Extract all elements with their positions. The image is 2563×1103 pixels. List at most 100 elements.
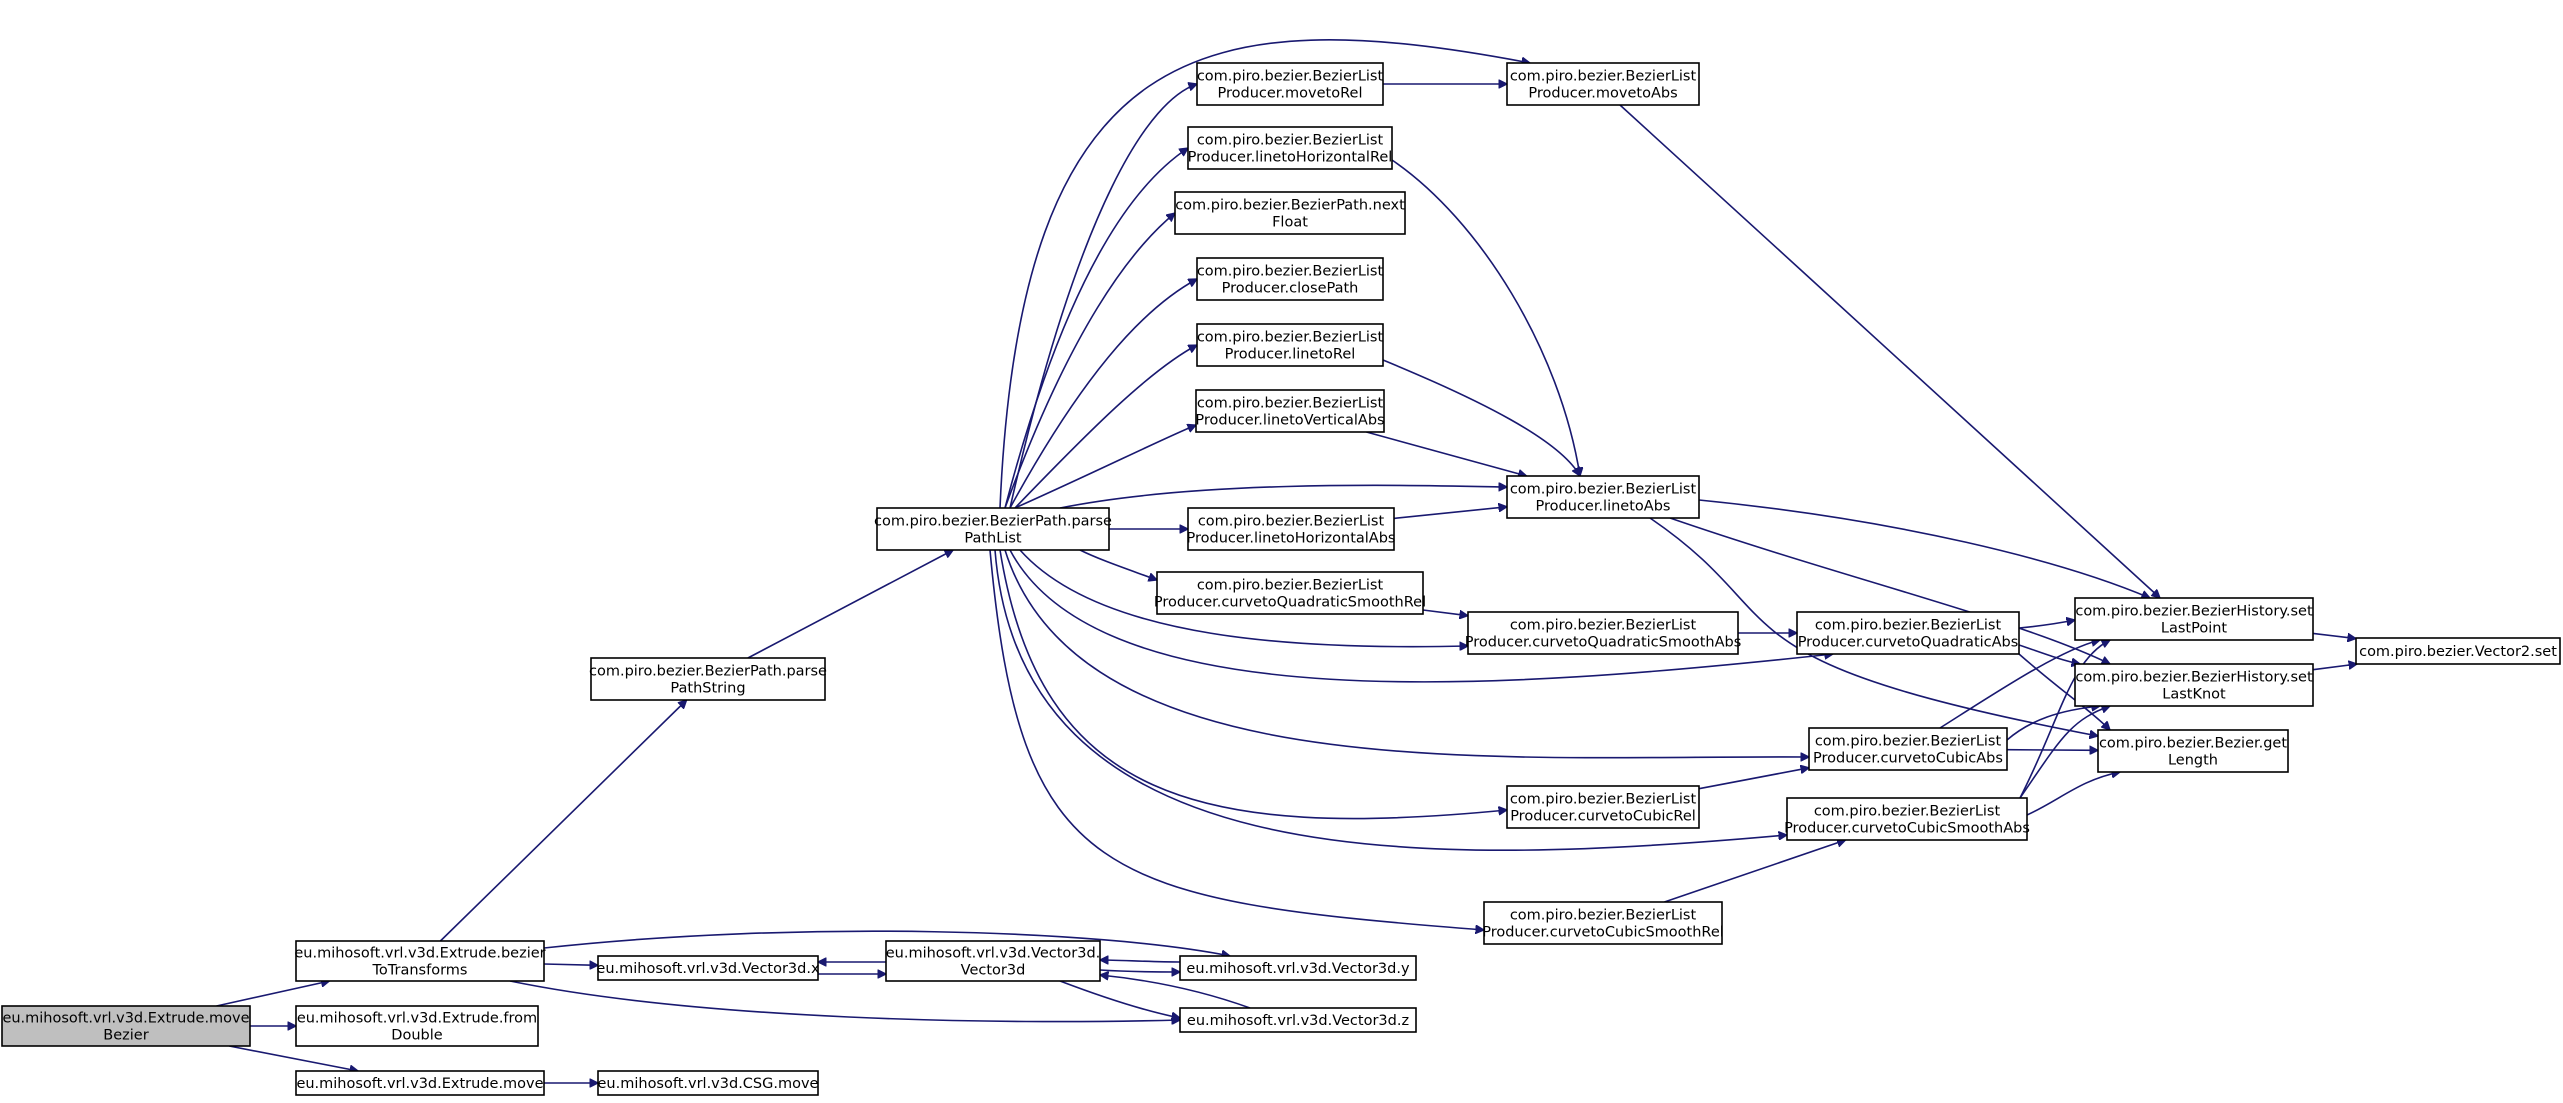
node-movetoRel[interactable]: com.piro.bezier.BezierListProducer.movet…	[1196, 62, 1384, 106]
edge-curvetoCSAbs-to-setLastKnot	[2019, 706, 2110, 799]
node-label: Producer.curvetoCubicSmoothRel	[1482, 925, 1724, 941]
node-label: LastKnot	[2162, 687, 2226, 703]
edge-linetoAbs-to-setLastKnot	[1669, 517, 2110, 664]
node-box	[597, 1070, 819, 1096]
edge-parsePathList-to-curvetoQSRel	[1079, 549, 1157, 580]
node-label: com.piro.bezier.BezierList	[1197, 69, 1384, 85]
edge-bezierToTransforms-to-vecY	[543, 930, 1230, 956]
node-linetoHRel[interactable]: com.piro.bezier.BezierListProducer.linet…	[1187, 126, 1393, 170]
node-box	[1179, 955, 1417, 981]
node-box	[1156, 571, 1424, 615]
node-box	[2074, 597, 2314, 641]
node-label: Producer.linetoRel	[1225, 347, 1356, 363]
node-linetoHAbs[interactable]: com.piro.bezier.BezierListProducer.linet…	[1187, 507, 1396, 551]
edge-vec3d-to-vecY	[1099, 970, 1180, 972]
node-vecX[interactable]: eu.mihosoft.vrl.v3d.Vector3d.x	[596, 955, 820, 981]
node-curvetoCubicAbs[interactable]: com.piro.bezier.BezierListProducer.curve…	[1808, 727, 2008, 771]
node-box	[1808, 727, 2008, 771]
node-box	[295, 1005, 539, 1047]
edge-parsePathList-to-curvetoCSRel	[989, 549, 1484, 930]
node-box	[1187, 126, 1393, 170]
edge-parsePathString-to-parsePathList	[747, 549, 953, 659]
node-box	[1506, 62, 1700, 106]
node-extrudeMove[interactable]: eu.mihosoft.vrl.v3d.Extrude.move	[295, 1070, 545, 1096]
node-movetoAbs[interactable]: com.piro.bezier.BezierListProducer.movet…	[1506, 62, 1700, 106]
node-box	[885, 940, 1101, 982]
node-label: Float	[1272, 215, 1308, 231]
node-box	[876, 507, 1110, 551]
node-linetoRel[interactable]: com.piro.bezier.BezierListProducer.linet…	[1196, 323, 1384, 367]
edge-bezierToTransforms-to-vecX	[543, 964, 598, 965]
node-curvetoQAbs[interactable]: com.piro.bezier.BezierListProducer.curve…	[1796, 611, 2020, 655]
node-bezierToTransforms[interactable]: eu.mihosoft.vrl.v3d.Extrude.bezierToTran…	[294, 940, 546, 982]
edge-curvetoCSRel-to-curvetoCSAbs	[1664, 840, 1845, 903]
edge-curvetoCubicAbs-to-setLastPoint	[1939, 640, 2100, 729]
node-label: Double	[391, 1028, 442, 1044]
edge-linetoHAbs-to-linetoAbs	[1393, 507, 1507, 520]
node-label: Producer.curvetoQuadraticSmoothAbs	[1465, 635, 1742, 651]
node-parsePathString[interactable]: com.piro.bezier.BezierPath.parsePathStri…	[589, 657, 827, 701]
node-label: com.piro.bezier.Bezier.get	[2099, 736, 2287, 752]
node-label: Producer.curvetoQuadraticAbs	[1798, 635, 2019, 651]
node-box	[2074, 663, 2314, 707]
node-label: com.piro.bezier.BezierPath.parse	[874, 514, 1112, 530]
node-label: Producer.curvetoQuadraticSmoothRel	[1154, 595, 1426, 611]
edge-vec3d-to-vecZ	[1059, 980, 1180, 1018]
node-label: Producer.curvetoCubicAbs	[1813, 751, 2003, 767]
edge-curvetoCSAbs-to-setLastPoint	[2019, 639, 2110, 799]
node-label: com.piro.bezier.BezierList	[1197, 578, 1384, 594]
node-label: com.piro.bezier.BezierList	[1815, 734, 2002, 750]
node-label: eu.mihosoft.vrl.v3d.Extrude.bezier	[294, 946, 545, 962]
node-closePath[interactable]: com.piro.bezier.BezierListProducer.close…	[1196, 257, 1384, 301]
node-label: ToTransforms	[372, 963, 468, 979]
node-label: Producer.linetoHorizontalAbs	[1187, 531, 1396, 547]
edge-linetoHRel-to-linetoAbs	[1391, 159, 1580, 476]
node-setLastPoint[interactable]: com.piro.bezier.BezierHistory.setLastPoi…	[2074, 597, 2314, 641]
node-box	[1196, 257, 1384, 301]
node-curvetoCSRel[interactable]: com.piro.bezier.BezierListProducer.curve…	[1482, 901, 1724, 945]
node-label: com.piro.bezier.BezierList	[1197, 396, 1384, 412]
node-label: Bezier	[103, 1028, 148, 1044]
edge-parsePathList-to-curvetoQSAbs	[1019, 549, 1468, 647]
edge-curvetoCubicAbs-to-setLastKnot	[2006, 706, 2100, 741]
edge-parsePathList-to-curvetoCSAbs	[994, 549, 1787, 851]
node-vec2set[interactable]: com.piro.bezier.Vector2.set	[2355, 637, 2561, 665]
node-label: com.piro.bezier.BezierList	[1510, 69, 1697, 85]
edge-setLastPoint-to-vec2set	[2312, 632, 2356, 638]
node-linetoVAbs[interactable]: com.piro.bezier.BezierListProducer.linet…	[1195, 389, 1385, 433]
node-setLastKnot[interactable]: com.piro.bezier.BezierHistory.setLastKno…	[2074, 663, 2314, 707]
edge-moveBezier-to-bezierToTransforms	[216, 981, 330, 1007]
node-vec3d[interactable]: eu.mihosoft.vrl.v3d.Vector3d.Vector3d	[885, 940, 1101, 982]
node-box	[1506, 475, 1700, 519]
node-curvetoQSAbs[interactable]: com.piro.bezier.BezierListProducer.curve…	[1465, 611, 1742, 655]
edge-parsePathList-to-curvetoCubicRel	[999, 549, 1507, 820]
node-linetoAbs[interactable]: com.piro.bezier.BezierListProducer.linet…	[1506, 475, 1700, 519]
node-box	[1796, 611, 2020, 655]
node-box	[1196, 62, 1384, 106]
node-label: eu.mihosoft.vrl.v3d.Vector3d.	[886, 946, 1101, 962]
node-box	[1, 1005, 251, 1047]
edge-parsePathList-to-linetoHRel	[1004, 148, 1188, 509]
edge-moveBezier-to-extrudeMove	[229, 1045, 358, 1071]
edge-bezierToTransforms-to-vecZ	[509, 980, 1180, 1022]
node-curvetoCSAbs[interactable]: com.piro.bezier.BezierListProducer.curve…	[1784, 797, 2030, 841]
node-label: Producer.closePath	[1222, 281, 1359, 297]
edge-parsePathList-to-linetoAbs	[1059, 485, 1507, 509]
node-curvetoCubicRel[interactable]: com.piro.bezier.BezierListProducer.curve…	[1506, 785, 1700, 829]
node-label: Length	[2168, 753, 2218, 769]
node-label: com.piro.bezier.Vector2.set	[2359, 644, 2557, 660]
node-csgMove[interactable]: eu.mihosoft.vrl.v3d.CSG.move	[597, 1070, 819, 1096]
edge-parsePathList-to-movetoRel	[1009, 84, 1197, 509]
edge-parsePathList-to-closePath	[1009, 278, 1197, 509]
node-box	[1179, 1007, 1417, 1033]
node-vecZ[interactable]: eu.mihosoft.vrl.v3d.Vector3d.z	[1179, 1007, 1417, 1033]
node-label: eu.mihosoft.vrl.v3d.Vector3d.z	[1187, 1013, 1409, 1029]
node-label: eu.mihosoft.vrl.v3d.Vector3d.x	[596, 961, 820, 977]
node-vecY[interactable]: eu.mihosoft.vrl.v3d.Vector3d.y	[1179, 955, 1417, 981]
node-curvetoQSRel[interactable]: com.piro.bezier.BezierListProducer.curve…	[1154, 571, 1426, 615]
